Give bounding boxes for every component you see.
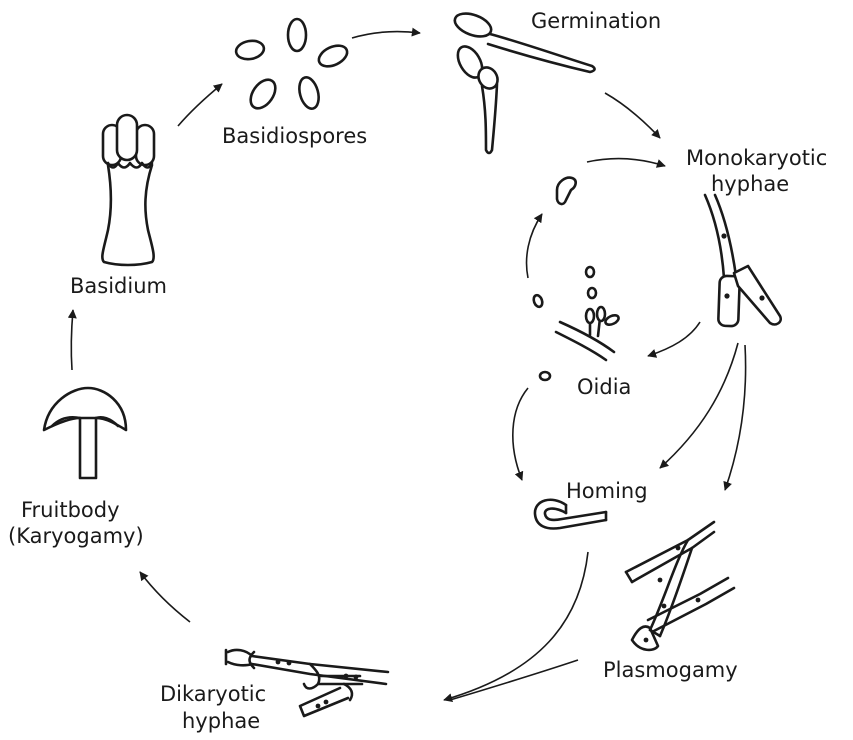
arrow-basidiospores-to-germination <box>352 32 420 38</box>
arrow-basidium-to-basidiospores <box>178 84 222 126</box>
arrow-dikaryotic-to-fruitbody <box>140 572 190 622</box>
arrow-oidium-to-monokaryotic <box>587 159 665 166</box>
dikaryotic-label-line2: hyphae <box>182 709 260 733</box>
plasmogamy-illustration <box>626 522 734 650</box>
oidia-label: Oidia <box>577 375 631 399</box>
fruitbody-label-line1: Fruitbody <box>21 498 120 522</box>
arrow-oidia-to-homing <box>513 388 528 480</box>
fruitbody-label-line2: (Karyogamy) <box>8 524 144 548</box>
basidiospores-label: Basidiospores <box>222 124 367 148</box>
basidiospores-illustration <box>235 19 351 113</box>
monokaryotic-label-line2: hyphae <box>711 172 789 196</box>
homing-illustration <box>535 500 606 529</box>
arrow-monokaryotic-to-oidia <box>648 322 700 356</box>
homing-label: Homing <box>566 479 648 503</box>
basidium-label: Basidium <box>70 274 167 298</box>
oidia-illustration <box>532 178 620 380</box>
dikaryotic-label-line1: Dikaryotic <box>160 682 266 706</box>
monokaryotic-label-line1: Monokaryotic <box>686 146 827 170</box>
arrow-oidia-to-oidium <box>527 214 542 278</box>
arrow-monokaryotic-to-homing <box>660 343 738 468</box>
arrow-plasmogamy-to-dikaryotic <box>450 660 578 700</box>
monokaryotic-hyphae-illustration <box>705 195 781 326</box>
fruitbody-illustration <box>44 388 126 478</box>
arrow-monokaryotic-to-plasmogamy <box>725 345 746 490</box>
plasmogamy-label: Plasmogamy <box>603 658 738 682</box>
basidium-illustration <box>102 115 154 265</box>
arrow-homing-to-dikaryotic <box>444 552 588 700</box>
arrow-germination-to-monokaryotic <box>605 93 660 138</box>
arrow-fruitbody-to-basidium <box>71 310 73 370</box>
germination-label: Germination <box>531 9 661 33</box>
